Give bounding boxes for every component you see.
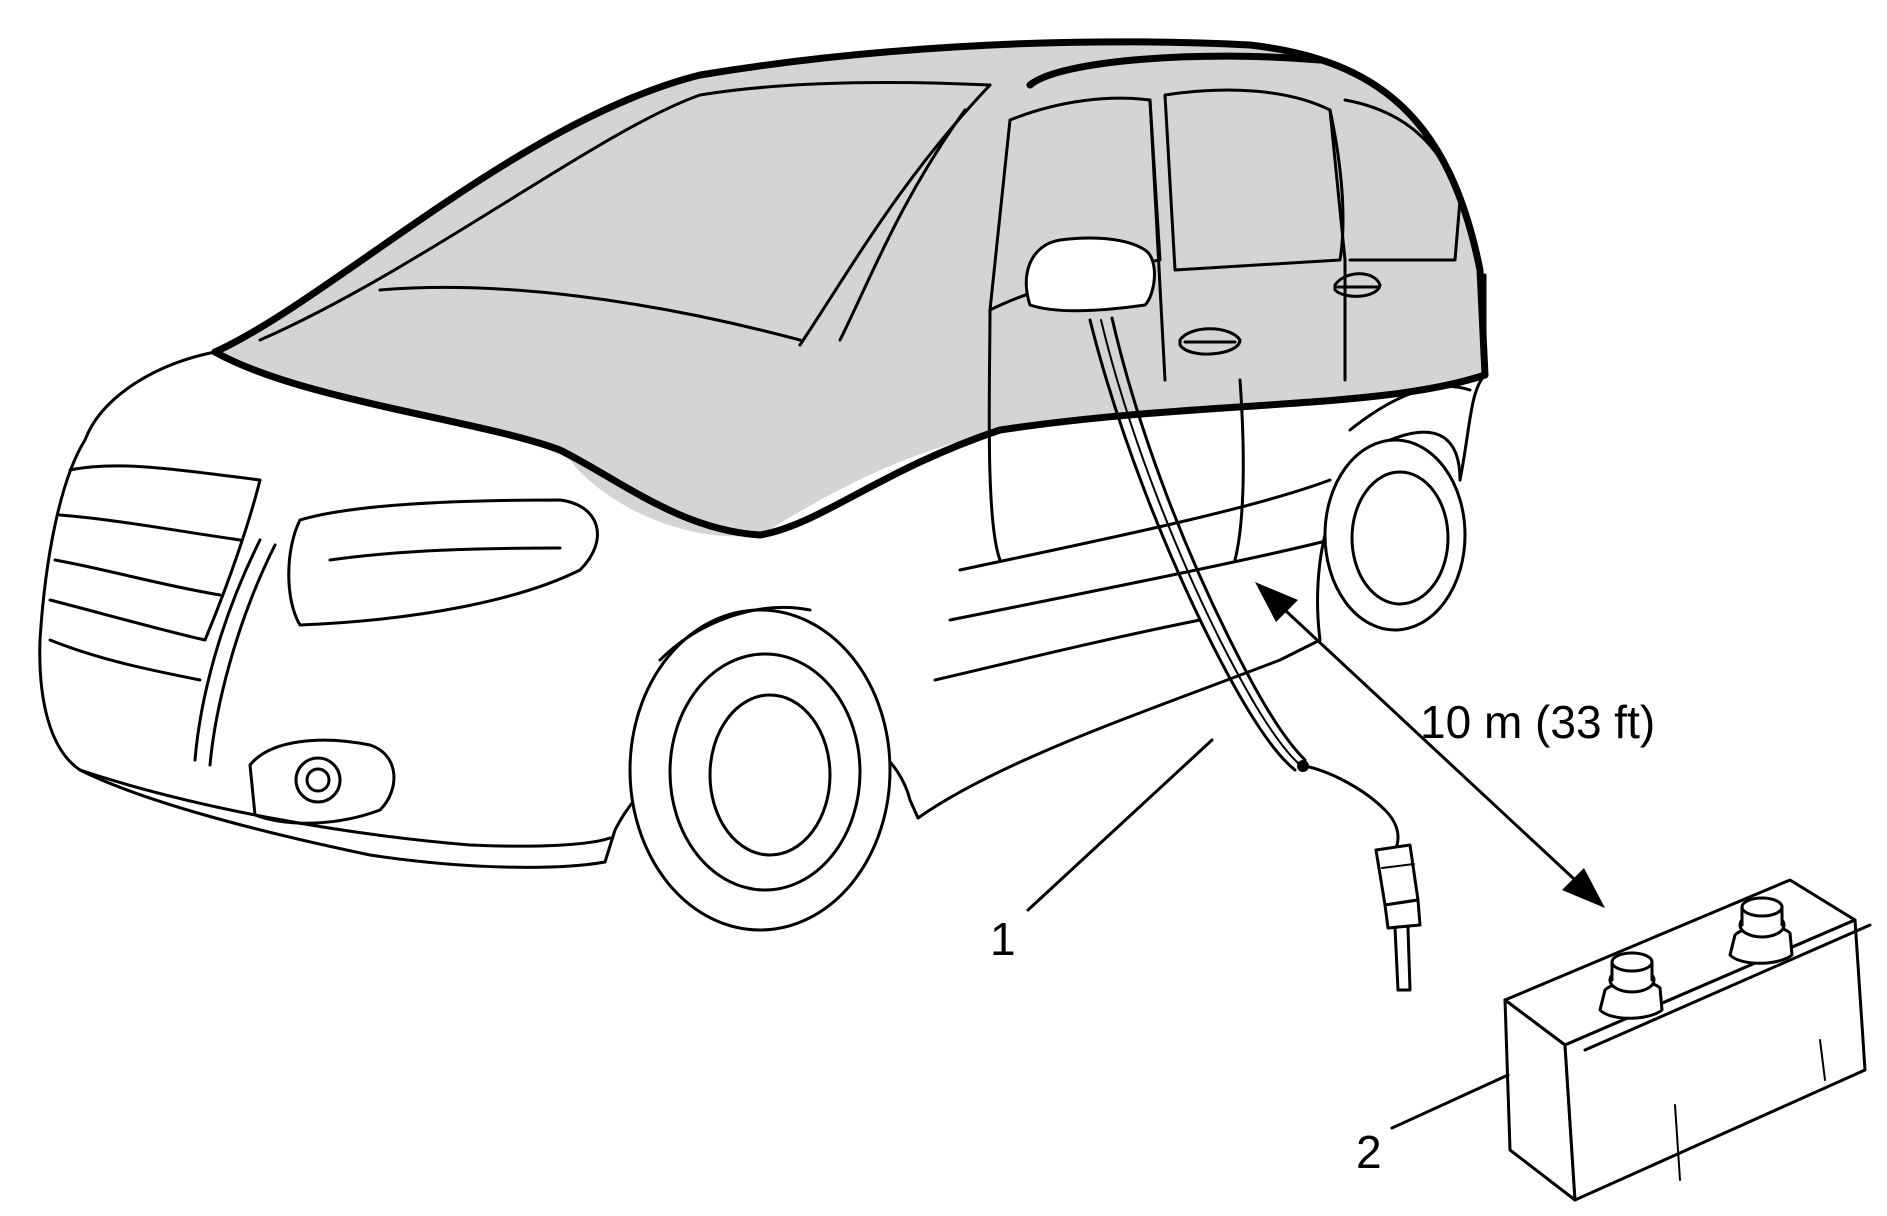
callout-battery: 2: [1356, 1073, 1510, 1178]
dimension-arrowhead-end: [1562, 868, 1605, 908]
vehicle-hood-edge: [211, 348, 1489, 539]
vehicle-cabin-shading: [215, 41, 1485, 537]
battery-terminal-right: [1728, 896, 1794, 965]
cable-connector-plug: [1374, 843, 1422, 992]
dimension-arrowhead-start: [1255, 582, 1298, 622]
distance-dimension: 10 m (33 ft): [1255, 582, 1655, 908]
vehicle-illustration: [38, 38, 1489, 932]
rear-door-handle: [1178, 327, 1242, 356]
callout-battery-number: 2: [1356, 1126, 1382, 1178]
side-mirror: [1024, 236, 1156, 313]
battery-terminal-left: [1598, 951, 1664, 1020]
front-door-handle: [1333, 272, 1382, 298]
vehicle-roof-outline: [211, 38, 1489, 379]
cable-sheath-right: [1110, 316, 1307, 762]
cable-assembly: [1088, 316, 1422, 992]
callout-battery-leader: [1390, 1073, 1510, 1130]
vehicle-body-outline: [38, 350, 1462, 869]
fog-light: [248, 738, 396, 825]
callout-cable-leader: [1026, 738, 1214, 912]
callout-cable-number: 1: [990, 913, 1016, 965]
distance-label: 10 m (33 ft): [1420, 696, 1655, 748]
battery: [1503, 878, 1872, 1202]
callout-cable: 1: [990, 738, 1214, 965]
headlight: [287, 498, 599, 627]
cable-sheath-left: [1088, 318, 1297, 772]
dimension-line: [1270, 596, 1590, 894]
front-grille: [48, 464, 262, 642]
front-wheel: [628, 606, 892, 932]
rear-wheel: [1323, 438, 1467, 632]
lead-wire: [1298, 763, 1400, 852]
